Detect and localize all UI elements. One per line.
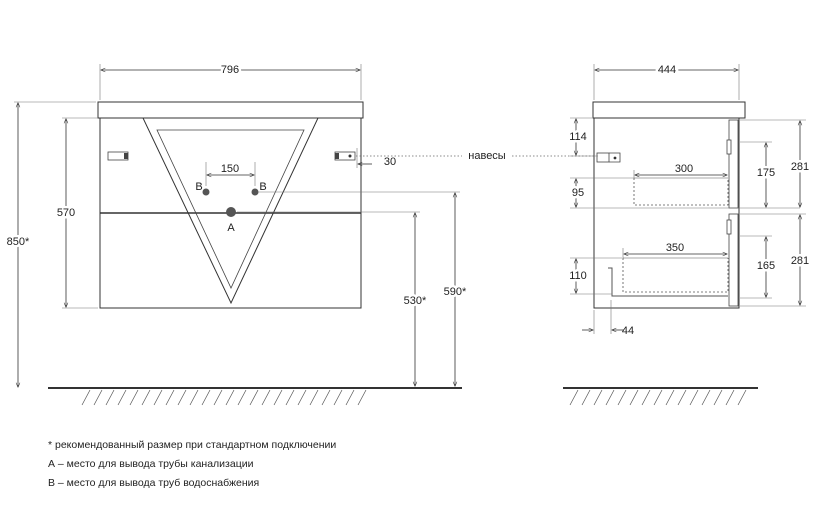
side-hanger xyxy=(596,152,610,163)
top-offset-label: 114 xyxy=(569,131,587,143)
pipe-spacing-label: 150 xyxy=(221,163,239,175)
side-countertop xyxy=(592,101,746,119)
drawer2-gap-label: 110 xyxy=(569,270,587,282)
side-drawer1-front xyxy=(728,119,739,209)
front-view: 796 850* 570 150 B B A 30 590* 530* xyxy=(4,62,470,406)
front-width-label: 796 xyxy=(221,64,239,76)
side-drawer2-front xyxy=(728,213,739,307)
drawer1-front-label: 281 xyxy=(791,161,809,173)
back-offset-label: 44 xyxy=(622,325,634,337)
note-a: А – место для вывода трубы канализации xyxy=(48,458,254,470)
front-floor-hatch xyxy=(81,389,367,406)
height-a-label: 530* xyxy=(404,295,427,307)
point-b-left xyxy=(202,188,210,196)
side-drawer1-handle xyxy=(726,139,732,155)
point-b-right-label: B xyxy=(259,181,266,193)
drawer1-gap-label: 95 xyxy=(572,187,584,199)
front-countertop xyxy=(97,101,364,119)
hanger-offset-label: 30 xyxy=(384,156,396,168)
side-drawer1-box xyxy=(633,178,729,206)
side-drawer2-handle xyxy=(726,219,732,235)
note-b: В – место для вывода труб водоснабжения xyxy=(48,477,260,489)
drawer2-front-label: 281 xyxy=(791,255,809,267)
total-height-label: 850* xyxy=(7,236,30,248)
front-triangle-outer xyxy=(142,117,319,305)
drawer1-depth-label: 300 xyxy=(675,163,693,175)
hangers-label: навесы xyxy=(468,150,506,162)
point-b-left-label: B xyxy=(195,181,202,193)
notes: * рекомендованный размер при стандартном… xyxy=(48,436,336,493)
front-hanger-right-dot xyxy=(348,154,352,158)
hangers-callout: навесы xyxy=(356,150,600,162)
side-back-cutout xyxy=(608,267,728,297)
side-floor-hatch xyxy=(569,389,747,406)
drawer2-height-label: 165 xyxy=(757,260,775,272)
drawer1-height-label: 175 xyxy=(757,167,775,179)
side-drawer2-box xyxy=(622,258,729,293)
point-a-label: A xyxy=(227,222,235,234)
body-height-label: 570 xyxy=(57,207,75,219)
height-b-label: 590* xyxy=(444,286,467,298)
point-b-right xyxy=(251,188,259,196)
note-asterisk: * рекомендованный размер при стандартном… xyxy=(48,439,337,451)
side-view: 444 114 95 300 175 281 350 110 xyxy=(563,62,812,406)
front-triangle-inner xyxy=(156,129,305,289)
side-width-label: 444 xyxy=(658,64,676,76)
side-cabinet-body xyxy=(593,117,740,309)
point-a xyxy=(226,207,236,217)
front-hanger-right-mark xyxy=(335,153,339,159)
front-hanger-left-mark xyxy=(124,153,128,159)
drawer2-depth-label: 350 xyxy=(666,242,684,254)
